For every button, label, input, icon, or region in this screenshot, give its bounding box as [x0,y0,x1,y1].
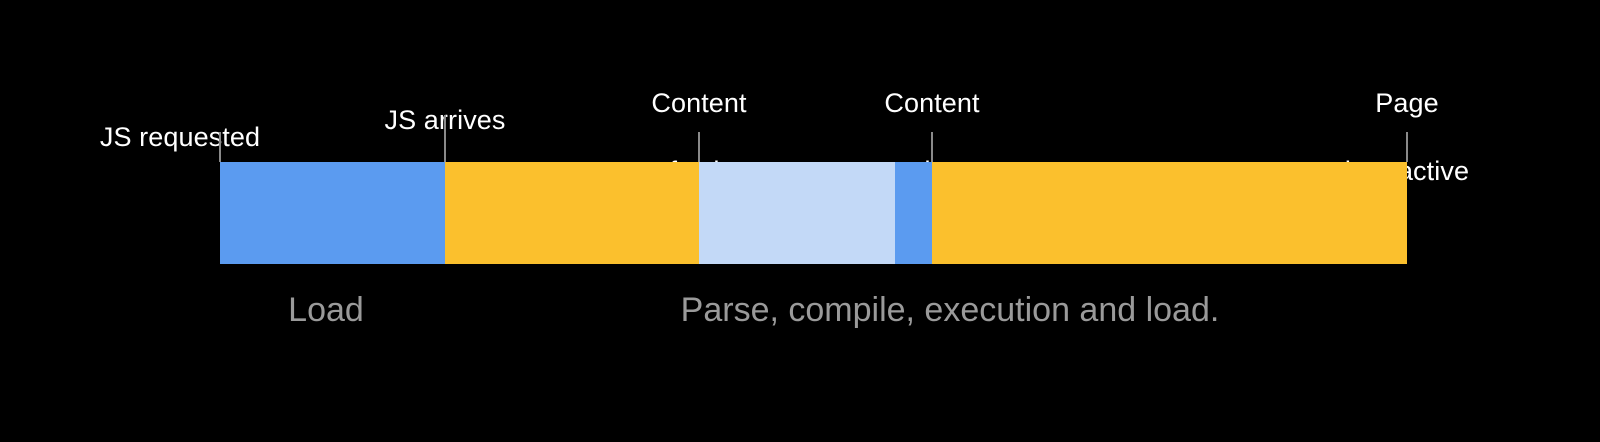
marker-line-1: Page [1375,88,1439,118]
segment-content-load [895,162,932,264]
marker-label-js-arrives: JS arrives [343,69,547,171]
marker-line-1: Content [884,88,980,118]
tick-page-interactive [1406,132,1408,162]
tick-js-arrives [444,115,446,162]
tick-content-arrives [931,132,933,162]
caption-parse-compile: Parse, compile, execution and load. [680,291,1220,329]
marker-line-1: JS arrives [384,105,506,135]
tick-js-requested [219,132,221,162]
segment-load [220,162,445,264]
segment-execution-load [932,162,1407,264]
marker-label-js-requested: JS requested [78,86,282,188]
timeline-bar [220,162,1407,264]
segment-content-fetch [699,162,895,264]
caption-load: Load [288,291,364,329]
segment-parse-compile [445,162,699,264]
tick-content-fetch [698,132,700,162]
marker-line-1: Content [651,88,747,118]
marker-line-1: JS requested [99,122,261,152]
